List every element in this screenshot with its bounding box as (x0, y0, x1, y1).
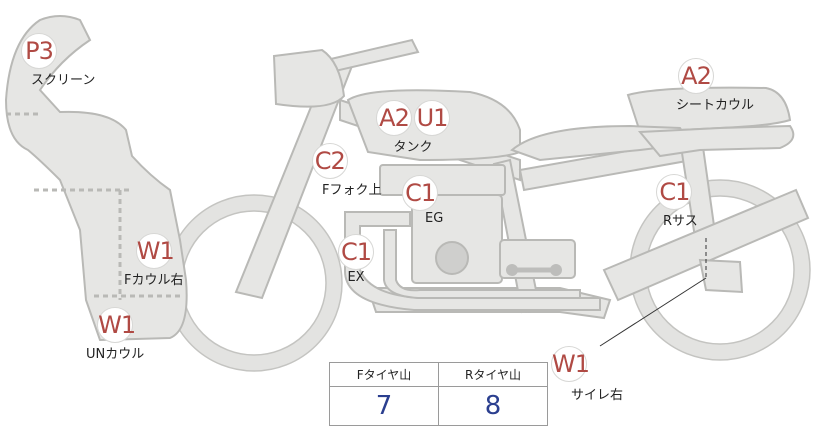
part-label: EG (425, 211, 444, 226)
damage-codes: A2 U1 (376, 100, 450, 136)
damage-code: W1 (97, 307, 136, 343)
part-seat-cowl[interactable]: A2 シートカウル (676, 58, 754, 113)
part-rear-suspension[interactable]: C1 Rサス (651, 174, 698, 229)
tire-tread-table: Fタイヤ山 Rタイヤ山 7 8 (329, 362, 548, 426)
front-tire-value: 7 (329, 386, 439, 426)
damage-code: C1 (402, 175, 439, 211)
part-under-cowl[interactable]: W1 UNカウル (86, 307, 144, 362)
damage-code: C1 (656, 174, 693, 210)
part-tank[interactable]: A2 U1 タンク (376, 100, 450, 155)
front-tire-header: Fタイヤ山 (329, 362, 439, 387)
part-label: UNカウル (86, 347, 145, 362)
rear-tire-header: Rタイヤ山 (438, 362, 548, 387)
part-label: Fカウル右 (124, 273, 184, 288)
part-engine[interactable]: C1 EG (397, 175, 443, 226)
part-front-fork-upper[interactable]: C2 Fフォク上 (278, 143, 381, 198)
headlight (272, 48, 346, 108)
part-label: シートカウル (676, 98, 755, 113)
part-label: サイレ右 (571, 388, 624, 403)
part-label: Fフォク上 (322, 183, 382, 198)
part-exhaust[interactable]: C1 EX (338, 234, 374, 285)
damage-code: U1 (414, 100, 450, 136)
part-label: スクリーン (31, 73, 96, 88)
part-label: タンク (393, 140, 433, 155)
rear-tire-value: 8 (438, 386, 548, 426)
damage-code: A2 (376, 100, 412, 136)
part-label: Rサス (663, 214, 698, 229)
part-muffler-right[interactable]: W1 サイレ右 (551, 346, 623, 403)
seat-cowl (626, 86, 792, 134)
damage-code: P3 (21, 33, 57, 69)
damage-code: A2 (678, 58, 714, 94)
damage-code: C2 (311, 143, 348, 179)
part-label: EX (347, 270, 365, 285)
part-screen[interactable]: P3 スクリーン (21, 33, 95, 88)
damage-code: W1 (135, 233, 175, 269)
damage-code: W1 (551, 346, 590, 382)
part-front-cowl-right[interactable]: W1 Fカウル右 (124, 233, 183, 288)
damage-code: C1 (338, 234, 374, 270)
